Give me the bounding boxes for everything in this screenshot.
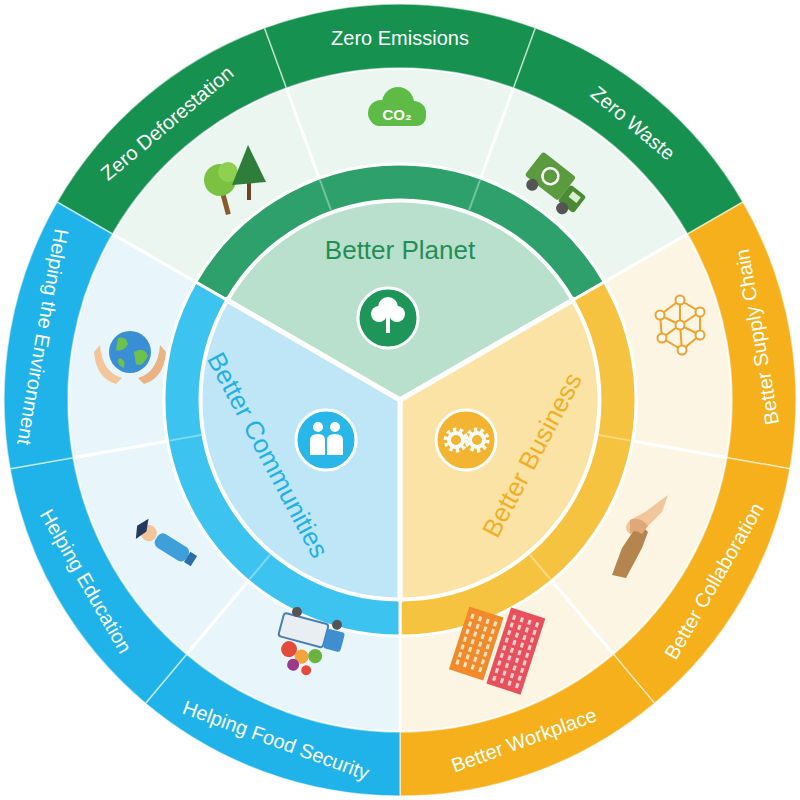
globe-hands-icon-part bbox=[109, 331, 151, 373]
gears-icon-part bbox=[446, 430, 467, 451]
handshake-icon-part bbox=[612, 527, 648, 578]
graduate-icon-part bbox=[131, 516, 153, 542]
garbage-truck-icon bbox=[519, 151, 592, 220]
gears-icon-part bbox=[467, 430, 488, 451]
buildings-icon-part bbox=[493, 615, 537, 689]
supply-network-icon bbox=[656, 296, 705, 355]
people-icon-part bbox=[327, 434, 343, 455]
goal-band-shape bbox=[4, 202, 112, 469]
ring-divider bbox=[469, 180, 480, 210]
trees-icon-part bbox=[232, 145, 266, 185]
supply-network-icon-part bbox=[660, 300, 700, 350]
middle-segment bbox=[286, 68, 513, 178]
food-truck-icon-part bbox=[300, 664, 312, 676]
goal-band-shape bbox=[688, 202, 796, 469]
gears-icon bbox=[436, 410, 496, 470]
garbage-truck-icon-part bbox=[524, 176, 541, 193]
trees-icon bbox=[204, 145, 266, 215]
buildings-icon-part-part bbox=[479, 621, 496, 674]
graduate-icon bbox=[131, 516, 201, 572]
pillar-ring bbox=[400, 282, 636, 636]
goal-band-shape bbox=[514, 28, 743, 234]
goal-label: Zero Emissions bbox=[331, 28, 469, 48]
buildings-icon-part-part bbox=[456, 614, 473, 667]
supply-network-icon-part bbox=[676, 321, 685, 330]
buildings-icon-part-part bbox=[516, 622, 538, 689]
goal-band-shape bbox=[613, 458, 790, 704]
graduate-icon-part bbox=[152, 531, 191, 564]
people-icon bbox=[296, 410, 356, 470]
planet-icon-part bbox=[358, 288, 418, 348]
ring-divider bbox=[250, 555, 271, 580]
goal-band-shape bbox=[57, 28, 286, 234]
buildings-icon-part-part bbox=[463, 617, 480, 670]
co2-cloud-icon bbox=[368, 87, 426, 126]
supply-network-icon-part bbox=[696, 331, 705, 340]
supply-network-icon-part bbox=[658, 334, 667, 343]
buildings-icon-part bbox=[456, 614, 496, 675]
people-icon-part bbox=[330, 422, 340, 432]
garbage-truck-icon-part bbox=[554, 200, 571, 217]
planet-icon-part bbox=[386, 314, 390, 333]
garbage-truck-icon-part bbox=[569, 191, 581, 203]
food-truck-icon-part bbox=[291, 606, 303, 618]
goal-band-shape bbox=[400, 654, 655, 796]
people-icon-part bbox=[313, 422, 323, 432]
supply-network-icon-part bbox=[676, 296, 685, 305]
graduate-icon-part bbox=[184, 552, 197, 566]
food-truck-icon-part bbox=[286, 657, 301, 672]
food-truck-icon-part bbox=[323, 628, 346, 652]
garbage-truck-icon-part bbox=[539, 165, 561, 187]
people-icon-part bbox=[310, 434, 325, 455]
supply-network-icon-part bbox=[696, 308, 705, 317]
ring-divider bbox=[320, 180, 331, 210]
planet-icon-part bbox=[389, 306, 405, 322]
planet-icon bbox=[358, 288, 418, 348]
food-truck-icon-part bbox=[307, 648, 324, 665]
pillar-title: Better Planet bbox=[325, 237, 475, 263]
ring-divider bbox=[599, 435, 631, 441]
handshake-icon bbox=[612, 495, 668, 578]
planet-icon-part bbox=[371, 306, 387, 322]
supply-network-icon-part bbox=[678, 346, 687, 355]
supply-network-icon-part bbox=[656, 311, 665, 320]
buildings-icon-part bbox=[486, 607, 545, 694]
people-icon-part bbox=[296, 410, 356, 470]
handshake-icon-part bbox=[630, 519, 648, 534]
goal-band-shape bbox=[265, 4, 536, 88]
food-truck-icon-part bbox=[331, 619, 343, 631]
goal-band-shape bbox=[10, 458, 187, 704]
buildings-icon-part-part bbox=[471, 619, 488, 672]
gears-icon-part bbox=[436, 410, 496, 470]
co2-label: CO₂ bbox=[382, 107, 411, 122]
handshake-icon-part bbox=[626, 495, 668, 534]
ring-divider bbox=[170, 435, 202, 441]
ring-divider bbox=[530, 555, 551, 580]
gears-icon-part bbox=[470, 433, 484, 447]
gears-icon-part bbox=[449, 433, 463, 447]
buildings-icon bbox=[448, 595, 545, 695]
food-truck-icon bbox=[270, 604, 348, 682]
globe-hands-icon bbox=[94, 331, 166, 384]
goal-band-shape bbox=[145, 654, 400, 796]
globe-hands-icon-part bbox=[116, 338, 148, 368]
